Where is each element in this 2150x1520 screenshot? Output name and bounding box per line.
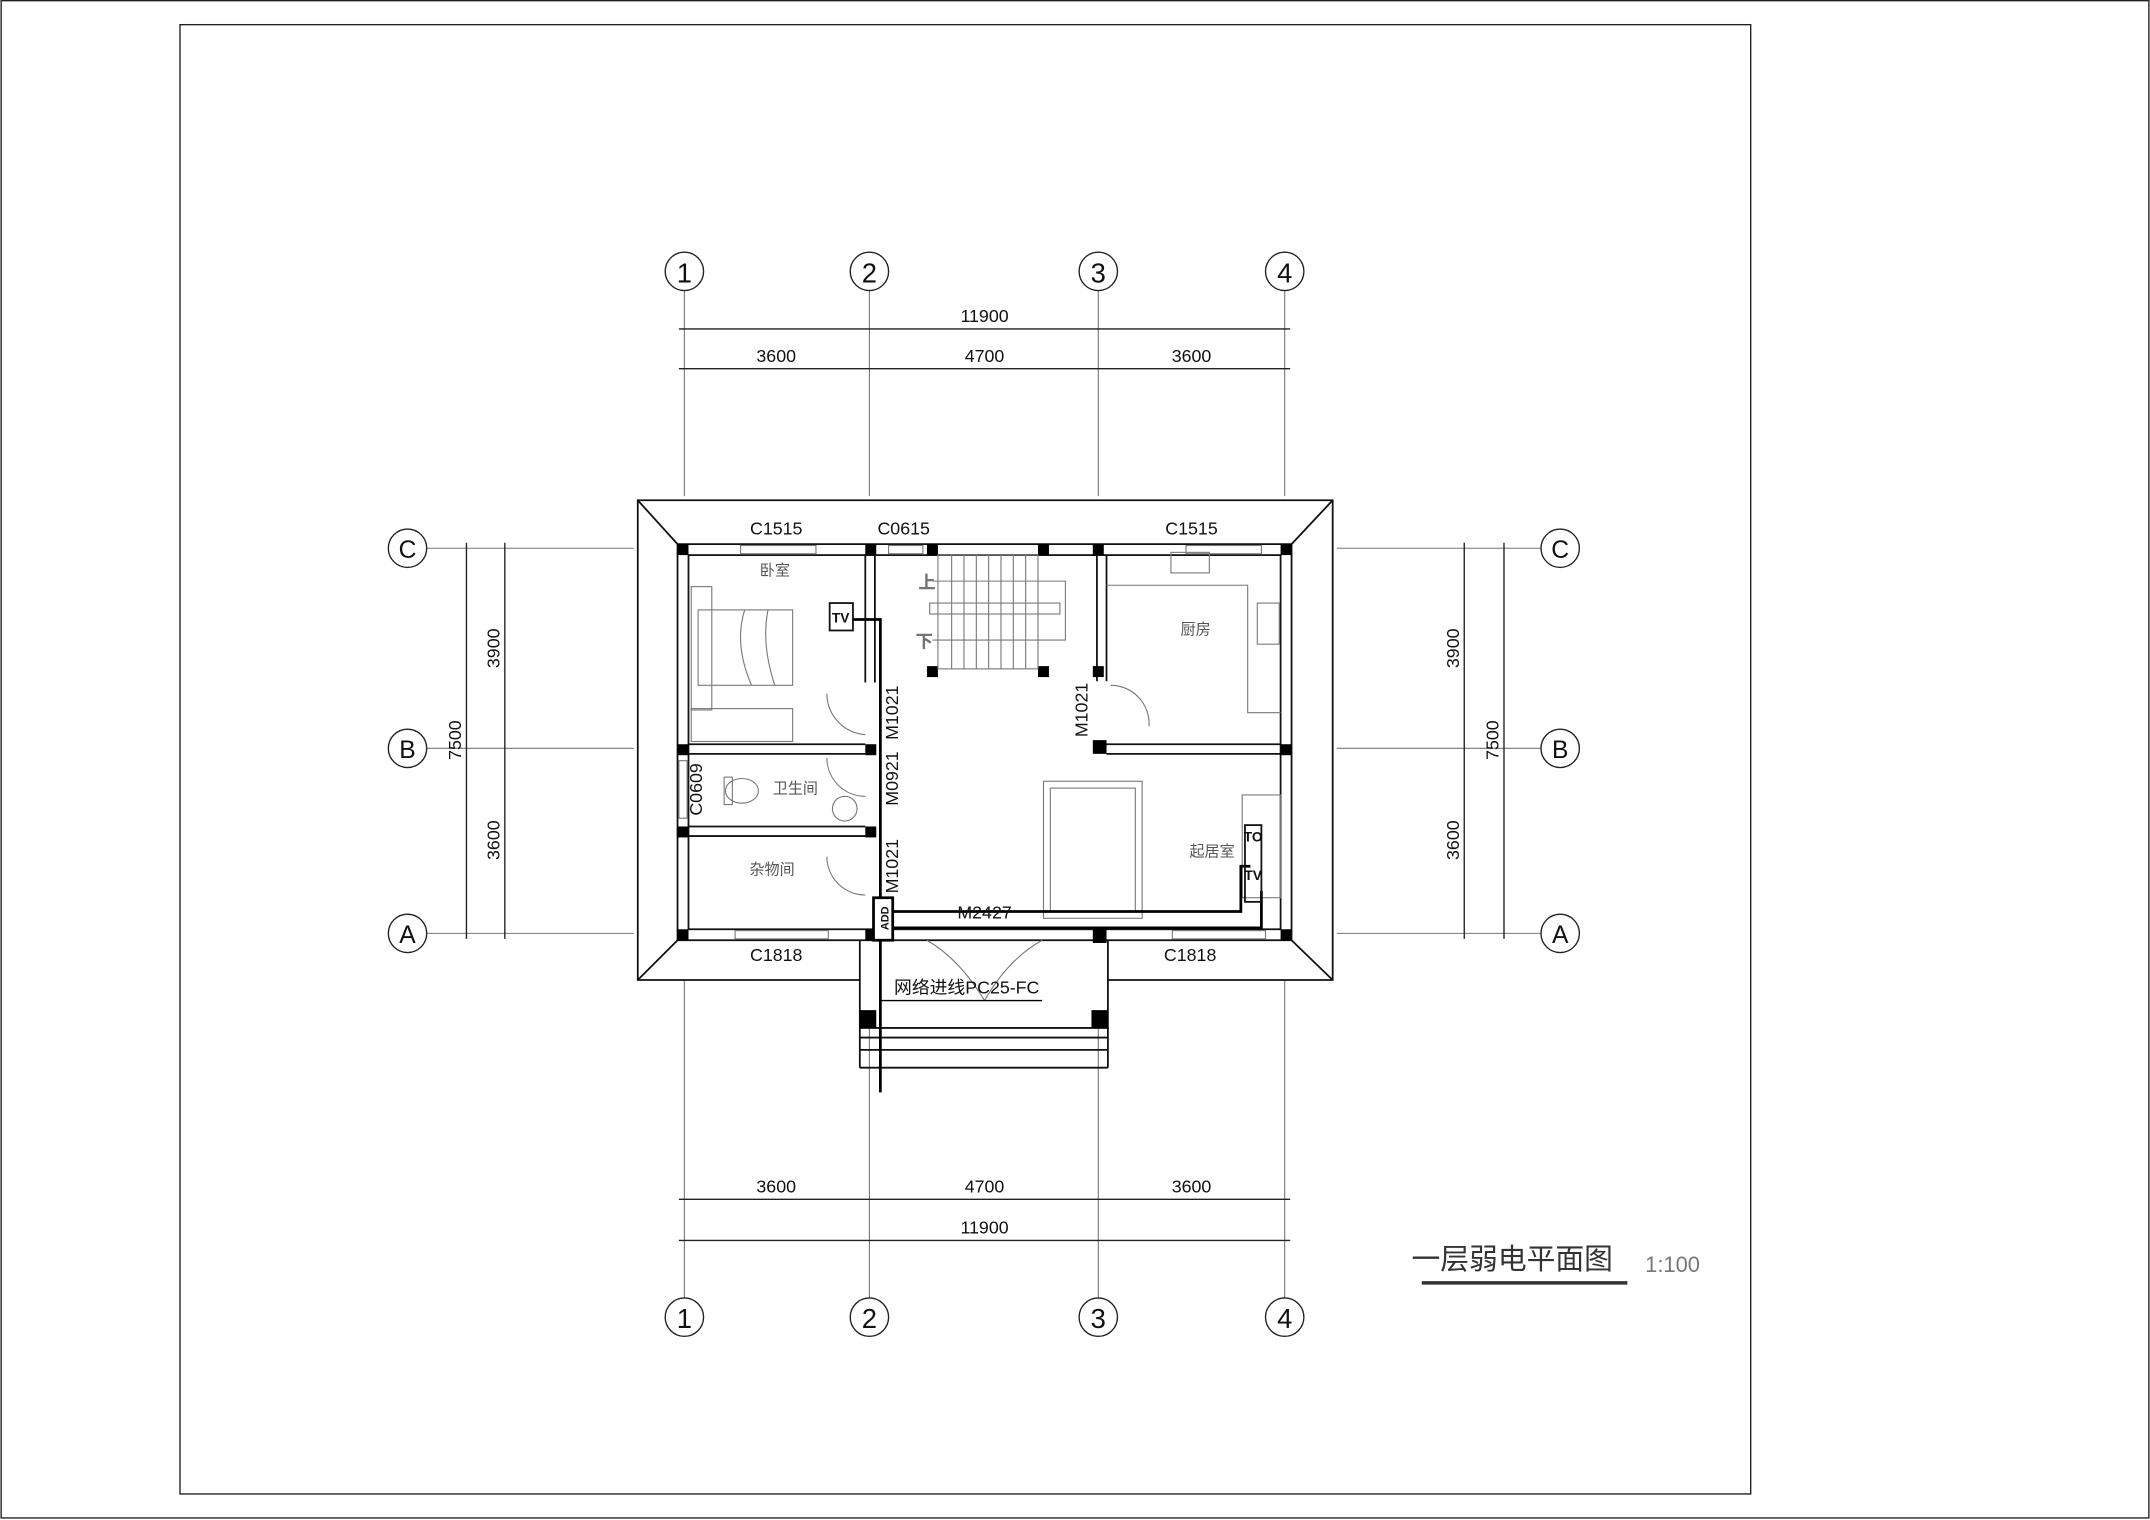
- dimensions-right: 3900 3600 7500: [1443, 542, 1505, 939]
- axis-bubble-b-left: B: [387, 728, 428, 769]
- drawing-title: 一层弱电平面图: [1412, 1242, 1613, 1276]
- svg-text:1: 1: [677, 1303, 692, 1334]
- roof-outline: [636, 499, 1334, 981]
- axis-bubble-3-bottom: 3: [1078, 1297, 1119, 1338]
- svg-text:3600: 3600: [756, 346, 796, 366]
- svg-text:下: 下: [916, 632, 932, 651]
- axis-bubble-c-right: C: [1540, 528, 1581, 569]
- svg-text:M1021: M1021: [882, 839, 902, 894]
- svg-text:3600: 3600: [756, 1176, 796, 1196]
- living-to-label: TO: [1244, 830, 1263, 845]
- svg-text:C0615: C0615: [877, 519, 930, 539]
- living-outlet-panel: [1244, 824, 1263, 903]
- svg-text:杂物间: 杂物间: [749, 860, 794, 878]
- svg-text:3600: 3600: [1443, 820, 1463, 860]
- svg-text:3900: 3900: [483, 628, 503, 668]
- svg-text:3600: 3600: [1172, 1176, 1212, 1196]
- svg-text:3600: 3600: [1172, 346, 1212, 366]
- svg-text:M1021: M1021: [1071, 683, 1091, 738]
- svg-text:C1818: C1818: [750, 945, 803, 965]
- axis-bubble-4-top: 4: [1264, 251, 1305, 292]
- axis-grid: [426, 290, 1542, 1298]
- svg-text:M1021: M1021: [882, 685, 902, 740]
- window-labels: C1515 C0615 C1515 C1818 C1818 C0609: [686, 519, 1218, 965]
- svg-text:4700: 4700: [965, 1176, 1005, 1196]
- svg-text:C: C: [399, 537, 417, 564]
- axis-bubbles: 1 2 3 4 1 2 3 4 C B A C B A: [387, 251, 1581, 1338]
- svg-text:B: B: [399, 737, 415, 764]
- axis-bubble-1-bottom: 1: [664, 1297, 705, 1338]
- svg-text:卫生间: 卫生间: [773, 780, 818, 798]
- dimensions-left: 7500 3900 3600: [445, 542, 506, 939]
- svg-text:3600: 3600: [483, 820, 503, 860]
- axis-bubble-3-top: 3: [1078, 251, 1119, 292]
- columns: [677, 544, 1292, 1028]
- drawing-frame: [179, 23, 1752, 1495]
- svg-text:2: 2: [862, 257, 877, 288]
- axis-bubble-c-left: C: [387, 528, 428, 569]
- svg-text:A: A: [1552, 922, 1569, 949]
- svg-text:4700: 4700: [965, 346, 1005, 366]
- svg-text:4: 4: [1277, 1303, 1292, 1334]
- axis-bubble-4-bottom: 4: [1264, 1297, 1305, 1338]
- svg-text:A: A: [399, 922, 416, 949]
- svg-text:11900: 11900: [960, 1218, 1008, 1238]
- furniture: [690, 551, 1282, 1001]
- svg-text:C1515: C1515: [1165, 519, 1218, 539]
- svg-text:7500: 7500: [445, 720, 465, 760]
- svg-text:11900: 11900: [960, 306, 1008, 326]
- svg-text:1: 1: [677, 257, 692, 288]
- axis-bubble-b-right: B: [1540, 728, 1581, 769]
- axis-bubble-1-top: 1: [664, 251, 705, 292]
- stair: 上 下: [915, 554, 1066, 670]
- incoming-line-label: 网络进线PC25-FC: [894, 978, 1040, 998]
- door-labels: M1021 M0921 M1021 M1021 M2427 网络进线PC25-F…: [882, 683, 1091, 998]
- room-labels: 卧室 卫生间 杂物间 厨房 起居室: [749, 562, 1234, 879]
- svg-text:厨房: 厨房: [1181, 621, 1211, 639]
- distribution-box: [872, 896, 895, 942]
- svg-text:3900: 3900: [1443, 628, 1463, 668]
- svg-text:3: 3: [1091, 1303, 1106, 1334]
- svg-text:C1515: C1515: [750, 519, 803, 539]
- svg-text:C: C: [1551, 537, 1569, 564]
- axis-bubble-2-bottom: 2: [849, 1297, 890, 1338]
- svg-text:2: 2: [862, 1303, 877, 1334]
- svg-text:C0609: C0609: [686, 763, 706, 816]
- svg-text:4: 4: [1277, 257, 1292, 288]
- svg-text:7500: 7500: [1483, 720, 1503, 760]
- dimensions-bottom: 3600 4700 3600 11900: [678, 1176, 1291, 1242]
- svg-text:B: B: [1552, 737, 1568, 764]
- window-symbols: [678, 544, 1267, 940]
- drawing-scale: 1:100: [1645, 1252, 1700, 1277]
- svg-text:卧室: 卧室: [760, 562, 790, 580]
- bedroom-tv-label: TV: [832, 610, 850, 625]
- dimensions-top: 11900 3600 4700 3600: [678, 306, 1291, 370]
- svg-text:C1818: C1818: [1164, 945, 1217, 965]
- svg-text:M2427: M2427: [957, 902, 1011, 922]
- bedroom-tv-outlet: [828, 602, 854, 632]
- axis-bubble-a-left: A: [387, 913, 428, 954]
- axis-bubble-a-right: A: [1540, 913, 1581, 954]
- svg-text:3: 3: [1091, 257, 1106, 288]
- svg-text:上: 上: [919, 573, 935, 592]
- svg-text:ADD: ADD: [880, 906, 892, 930]
- axis-bubble-2-top: 2: [849, 251, 890, 292]
- svg-text:M0921: M0921: [882, 751, 902, 806]
- living-tv-label: TV: [1244, 868, 1262, 883]
- svg-text:起居室: 起居室: [1189, 843, 1234, 861]
